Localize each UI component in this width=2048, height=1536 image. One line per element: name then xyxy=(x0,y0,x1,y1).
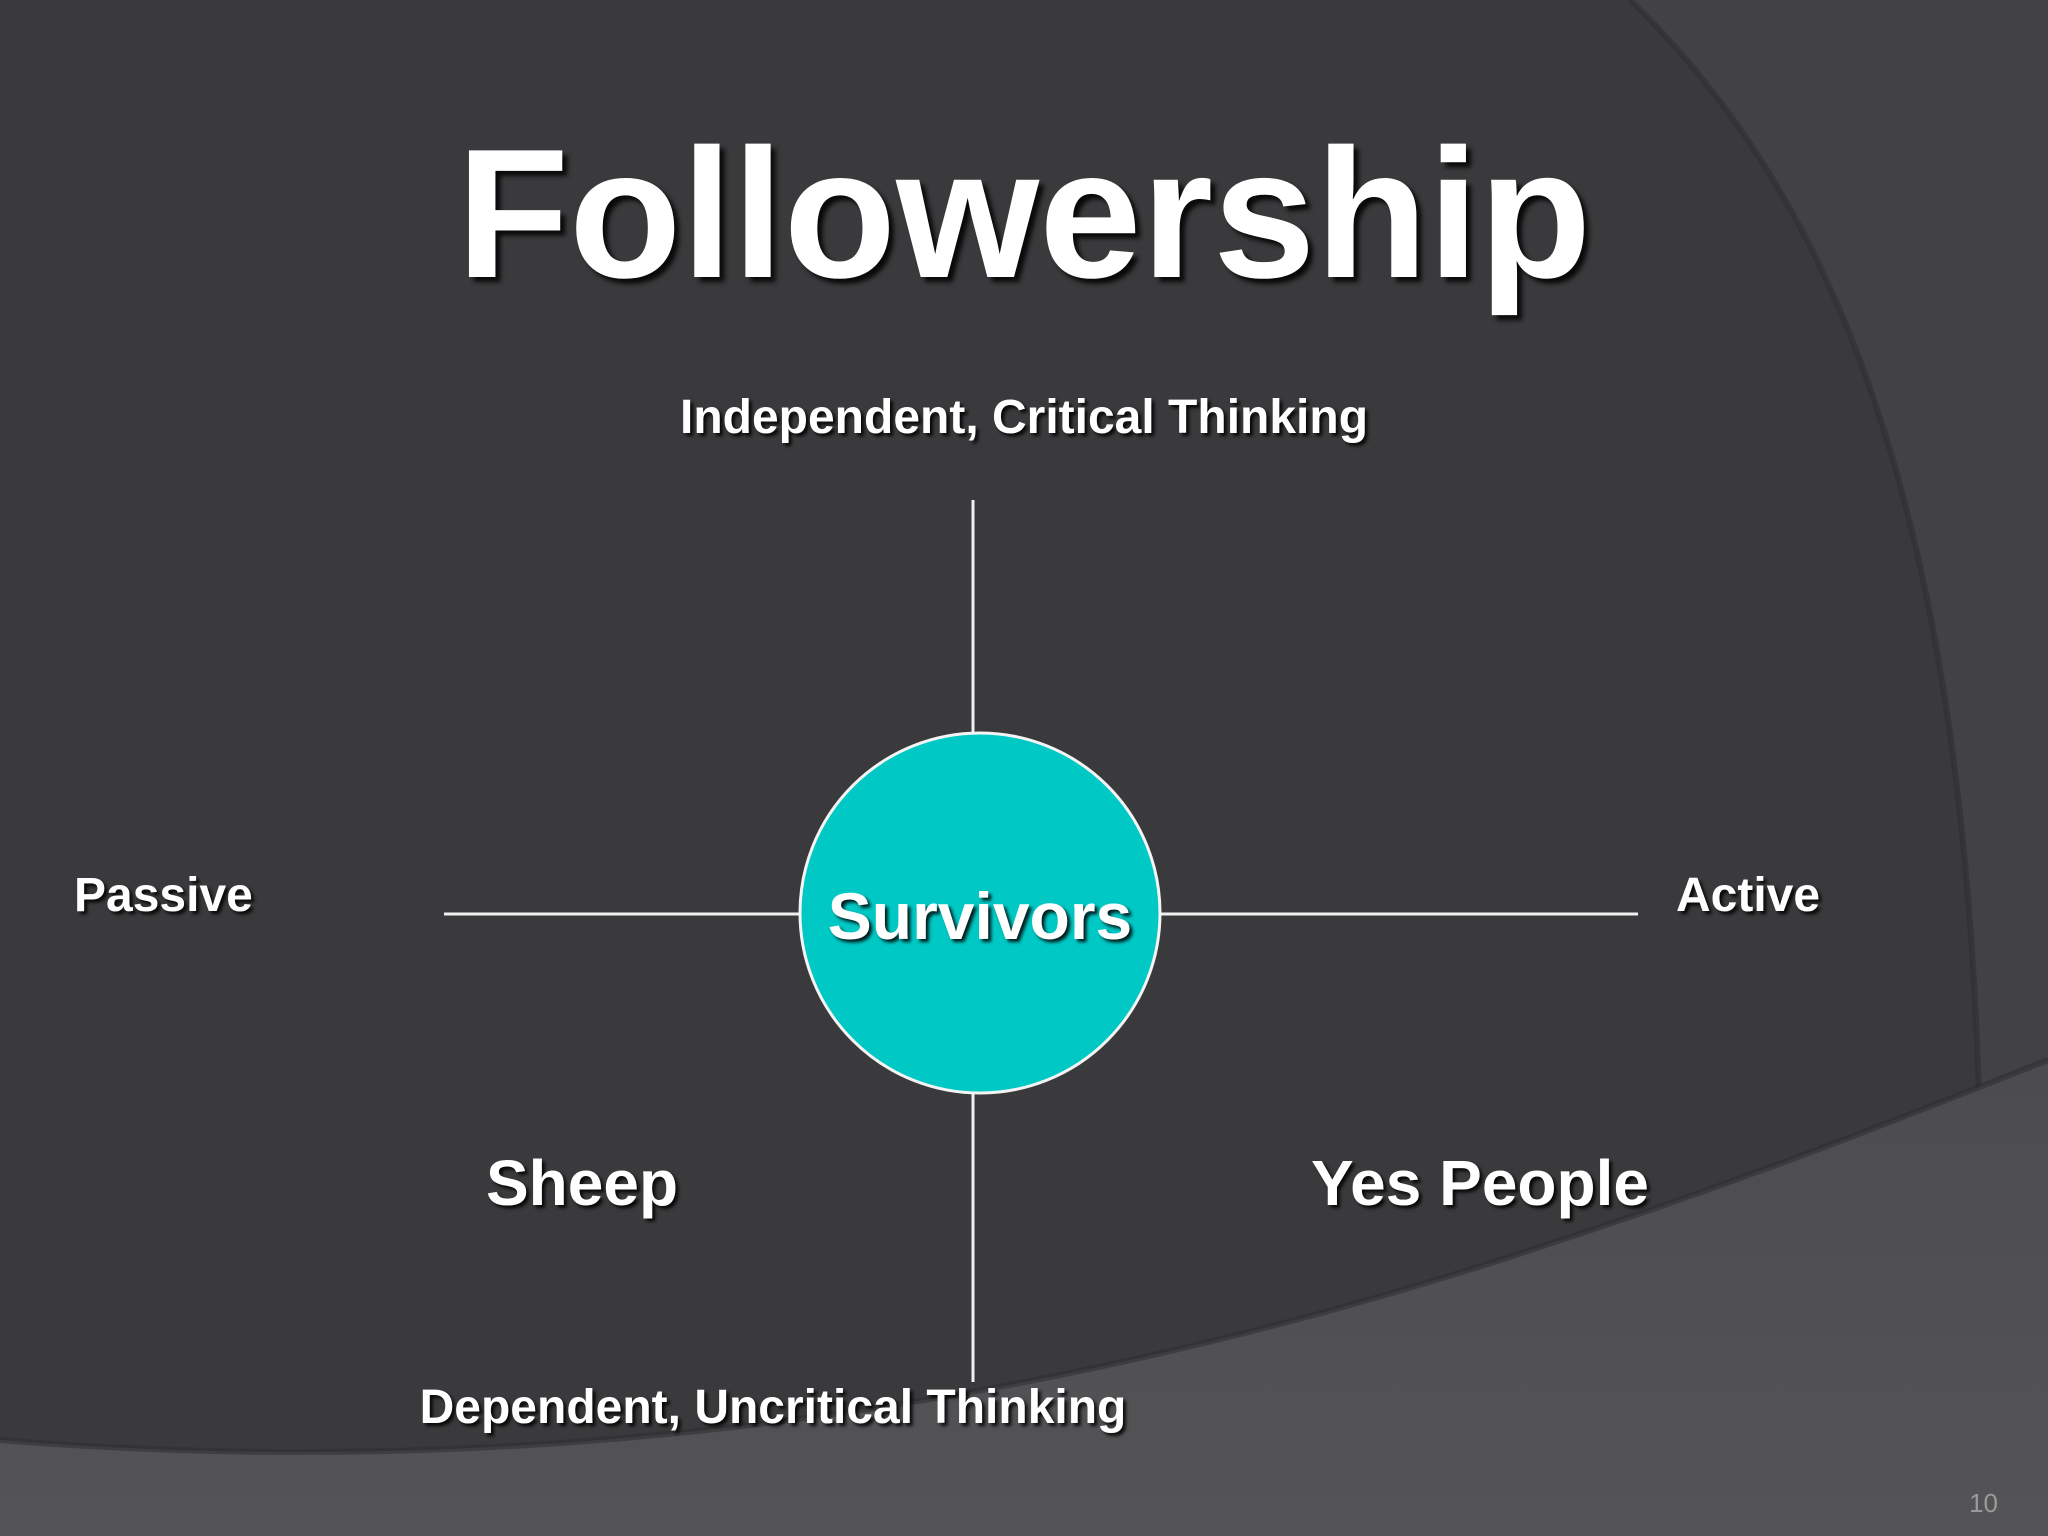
background-arc xyxy=(1630,0,2048,1536)
center-circle xyxy=(798,731,1162,1095)
center-label: Survivors xyxy=(827,879,1133,953)
axis-label-left: Passive xyxy=(74,869,253,922)
background-band-edge xyxy=(0,1057,2048,1455)
axis-label-top: Independent, Critical Thinking xyxy=(679,391,1369,444)
background-band xyxy=(0,1060,2048,1536)
page-number: 10 xyxy=(1969,1488,1998,1518)
axis-label-right: Active xyxy=(1676,869,1821,922)
quadrant-label-bottom-right: Yes People xyxy=(1311,1147,1649,1219)
slide-title: Followership xyxy=(456,110,1592,316)
axis-label-bottom: Dependent, Uncritical Thinking xyxy=(419,1381,1127,1434)
quadrant-label-bottom-left: Sheep xyxy=(485,1147,679,1219)
